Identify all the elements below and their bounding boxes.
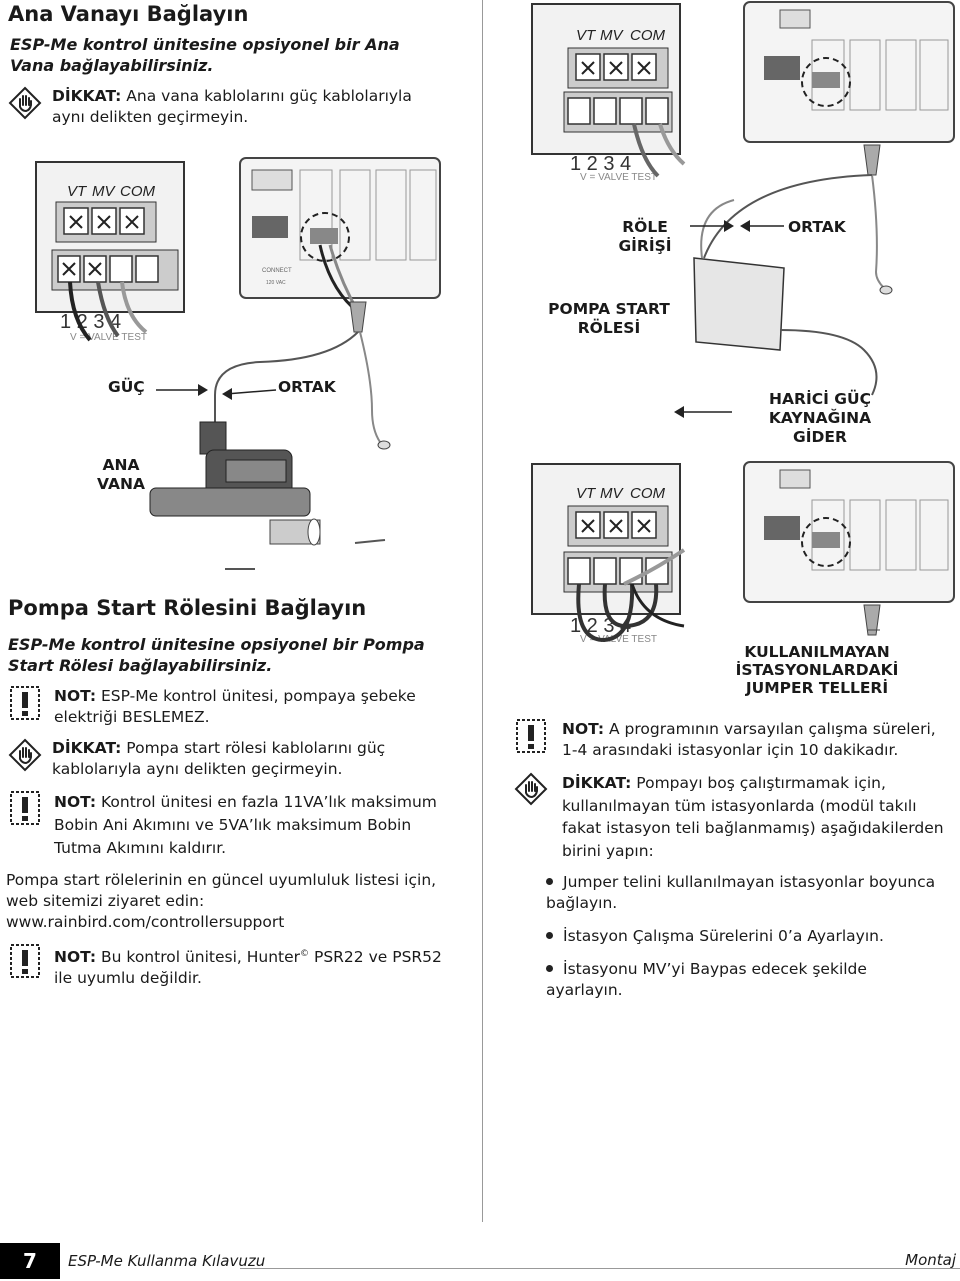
right-note-label: NOT: bbox=[562, 720, 605, 738]
main-valve-line2: VANA bbox=[97, 475, 145, 493]
warning-exclamation-icon bbox=[516, 719, 546, 757]
d1-term-vt: VT bbox=[67, 183, 88, 200]
section2-paragraph: Pompa start rölelerinin en güncel uyumlu… bbox=[6, 871, 437, 931]
warning-exclamation-icon bbox=[10, 791, 40, 829]
bullet-dot bbox=[546, 965, 553, 972]
d3-term-com: COM bbox=[630, 485, 666, 502]
ext-line2: KAYNAĞINA GİDER bbox=[768, 409, 872, 446]
note3-sup: © bbox=[300, 949, 310, 959]
main-valve-line1: ANA bbox=[102, 456, 140, 474]
warning-exclamation-icon bbox=[10, 686, 40, 724]
bullet-item: İstasyon Çalışma Sürelerini 0’a Ayarlayı… bbox=[546, 926, 946, 947]
right-caution: DİKKAT: Pompayı boş çalıştırmamak için, … bbox=[514, 772, 954, 862]
d2-term-vt: VT bbox=[576, 27, 597, 44]
ext-line1: HARİCİ GÜÇ bbox=[769, 390, 871, 408]
caution-text: Ana vana kablolarını güç kablolarıyla ay… bbox=[52, 87, 412, 126]
d3-term-mv: MV bbox=[600, 485, 624, 502]
d1-valve-test: V = VALVE TEST bbox=[70, 332, 147, 343]
relay-line1: RÖLE bbox=[622, 218, 668, 236]
section2-lead: ESP-Me kontrol ünitesine opsiyonel bir P… bbox=[8, 635, 425, 675]
section2-caution: DİKKAT: Pompa start rölesi kablolarını g… bbox=[8, 738, 448, 780]
bullet-dot bbox=[546, 932, 553, 939]
section1-caution: DİKKAT: Ana vana kablolarını güç kablola… bbox=[8, 86, 448, 128]
note1-text: ESP-Me kontrol ünitesi, pompaya şebeke e… bbox=[54, 687, 416, 726]
pump-relay-wiring-diagram: VT MV COM 1 2 3 4 V = VALVE TEST bbox=[531, 1, 955, 418]
section1-lead: ESP-Me kontrol ünitesine opsiyonel bir A… bbox=[10, 35, 400, 75]
caution-label: DİKKAT: bbox=[52, 87, 122, 105]
note3-text-b: PSR22 ve PSR52 ile uyumlu değildir. bbox=[54, 948, 442, 988]
relay-line2: GİRİŞİ bbox=[618, 237, 672, 255]
right-caution-label: DİKKAT: bbox=[562, 774, 632, 792]
note3-text-a: Bu kontrol ünitesi, Hunter bbox=[96, 948, 301, 967]
bullet-text: İstasyonu MV’yi Baypas edecek şekilde ay… bbox=[546, 960, 867, 999]
bullet-item: Jumper telini kullanılmayan istasyonlar … bbox=[546, 872, 946, 914]
d3-valve-test: V = VALVE TEST bbox=[580, 634, 657, 645]
jumper-line1: KULLANILMAYAN bbox=[744, 643, 890, 661]
bullet-item: İstasyonu MV’yi Baypas edecek şekilde ay… bbox=[546, 959, 946, 1001]
d2-term-com: COM bbox=[630, 27, 666, 44]
d1-label-power: GÜÇ bbox=[108, 378, 145, 396]
section2-title: Pompa Start Rölesini Bağlayın bbox=[8, 596, 367, 620]
jumper-line3: JUMPER TELLERİ bbox=[745, 679, 889, 697]
note2-label: NOT: bbox=[54, 793, 97, 811]
d1-term-mv: MV bbox=[92, 183, 116, 200]
bullet-text: İstasyon Çalışma Sürelerini 0’a Ayarlayı… bbox=[563, 927, 884, 945]
caution-hand-icon bbox=[514, 772, 548, 810]
caution2-label: DİKKAT: bbox=[52, 739, 122, 757]
d1-label-common: ORTAK bbox=[278, 378, 336, 396]
warning-exclamation-icon bbox=[10, 944, 40, 982]
jumper-line2: İSTASYONLARDAKİ bbox=[735, 661, 899, 679]
d1-term-com: COM bbox=[120, 183, 156, 200]
footer-manual-title: ESP-Me Kullanma Kılavuzu bbox=[68, 1252, 266, 1270]
d3-term-vt: VT bbox=[576, 485, 597, 502]
note1-label: NOT: bbox=[54, 687, 97, 705]
column-divider bbox=[482, 0, 483, 1222]
page-number: 7 bbox=[0, 1243, 60, 1279]
footer-section: Montaj bbox=[905, 1251, 956, 1269]
d2-valve-test: V = VALVE TEST bbox=[580, 172, 657, 183]
section2-note2: NOT: Kontrol ünitesi en fazla 11VA’lık m… bbox=[10, 791, 460, 860]
d2-label-common: ORTAK bbox=[788, 218, 846, 236]
note2-text: Kontrol ünitesi en fazla 11VA’lık maksim… bbox=[54, 793, 437, 857]
right-note: NOT: A programının varsayılan çalışma sü… bbox=[516, 719, 946, 761]
d2-term-mv: MV bbox=[600, 27, 624, 44]
section2-note1: NOT: ESP-Me kontrol ünitesi, pompaya şeb… bbox=[10, 686, 450, 728]
caution2-text: Pompa start rölesi kablolarını güç kablo… bbox=[52, 739, 386, 778]
pump-line2: RÖLESİ bbox=[577, 319, 641, 337]
caution-hand-icon bbox=[8, 738, 42, 776]
bullet-text: Jumper telini kullanılmayan istasyonlar … bbox=[546, 873, 936, 912]
right-caution-text: Pompayı boş çalıştırmamak için, kullanıl… bbox=[562, 774, 944, 860]
d1-connect: CONNECT bbox=[262, 268, 292, 274]
jumper-wiring-diagram: VT MV COM 1 2 3 4 V = VALVE TEST bbox=[531, 461, 955, 645]
note3-label: NOT: bbox=[54, 948, 97, 967]
d2-stations: 1 2 3 4 bbox=[570, 153, 631, 175]
right-note-text: A programının varsayılan çalışma süreler… bbox=[562, 720, 936, 759]
pump-line1: POMPA START bbox=[548, 300, 670, 318]
bullet-dot bbox=[546, 878, 553, 885]
section2-note3: NOT: Bu kontrol ünitesi, Hunter© PSR22 v… bbox=[10, 944, 460, 989]
caution-hand-icon bbox=[8, 86, 42, 124]
section1-title: Ana Vanayı Bağlayın bbox=[8, 2, 249, 26]
d1-vac: 120 VAC bbox=[266, 280, 286, 286]
footer-rule bbox=[240, 1268, 960, 1269]
main-valve-wiring-diagram: VT MV COM 1 2 3 4 V = VALVE TEST CONNECT… bbox=[35, 157, 441, 570]
